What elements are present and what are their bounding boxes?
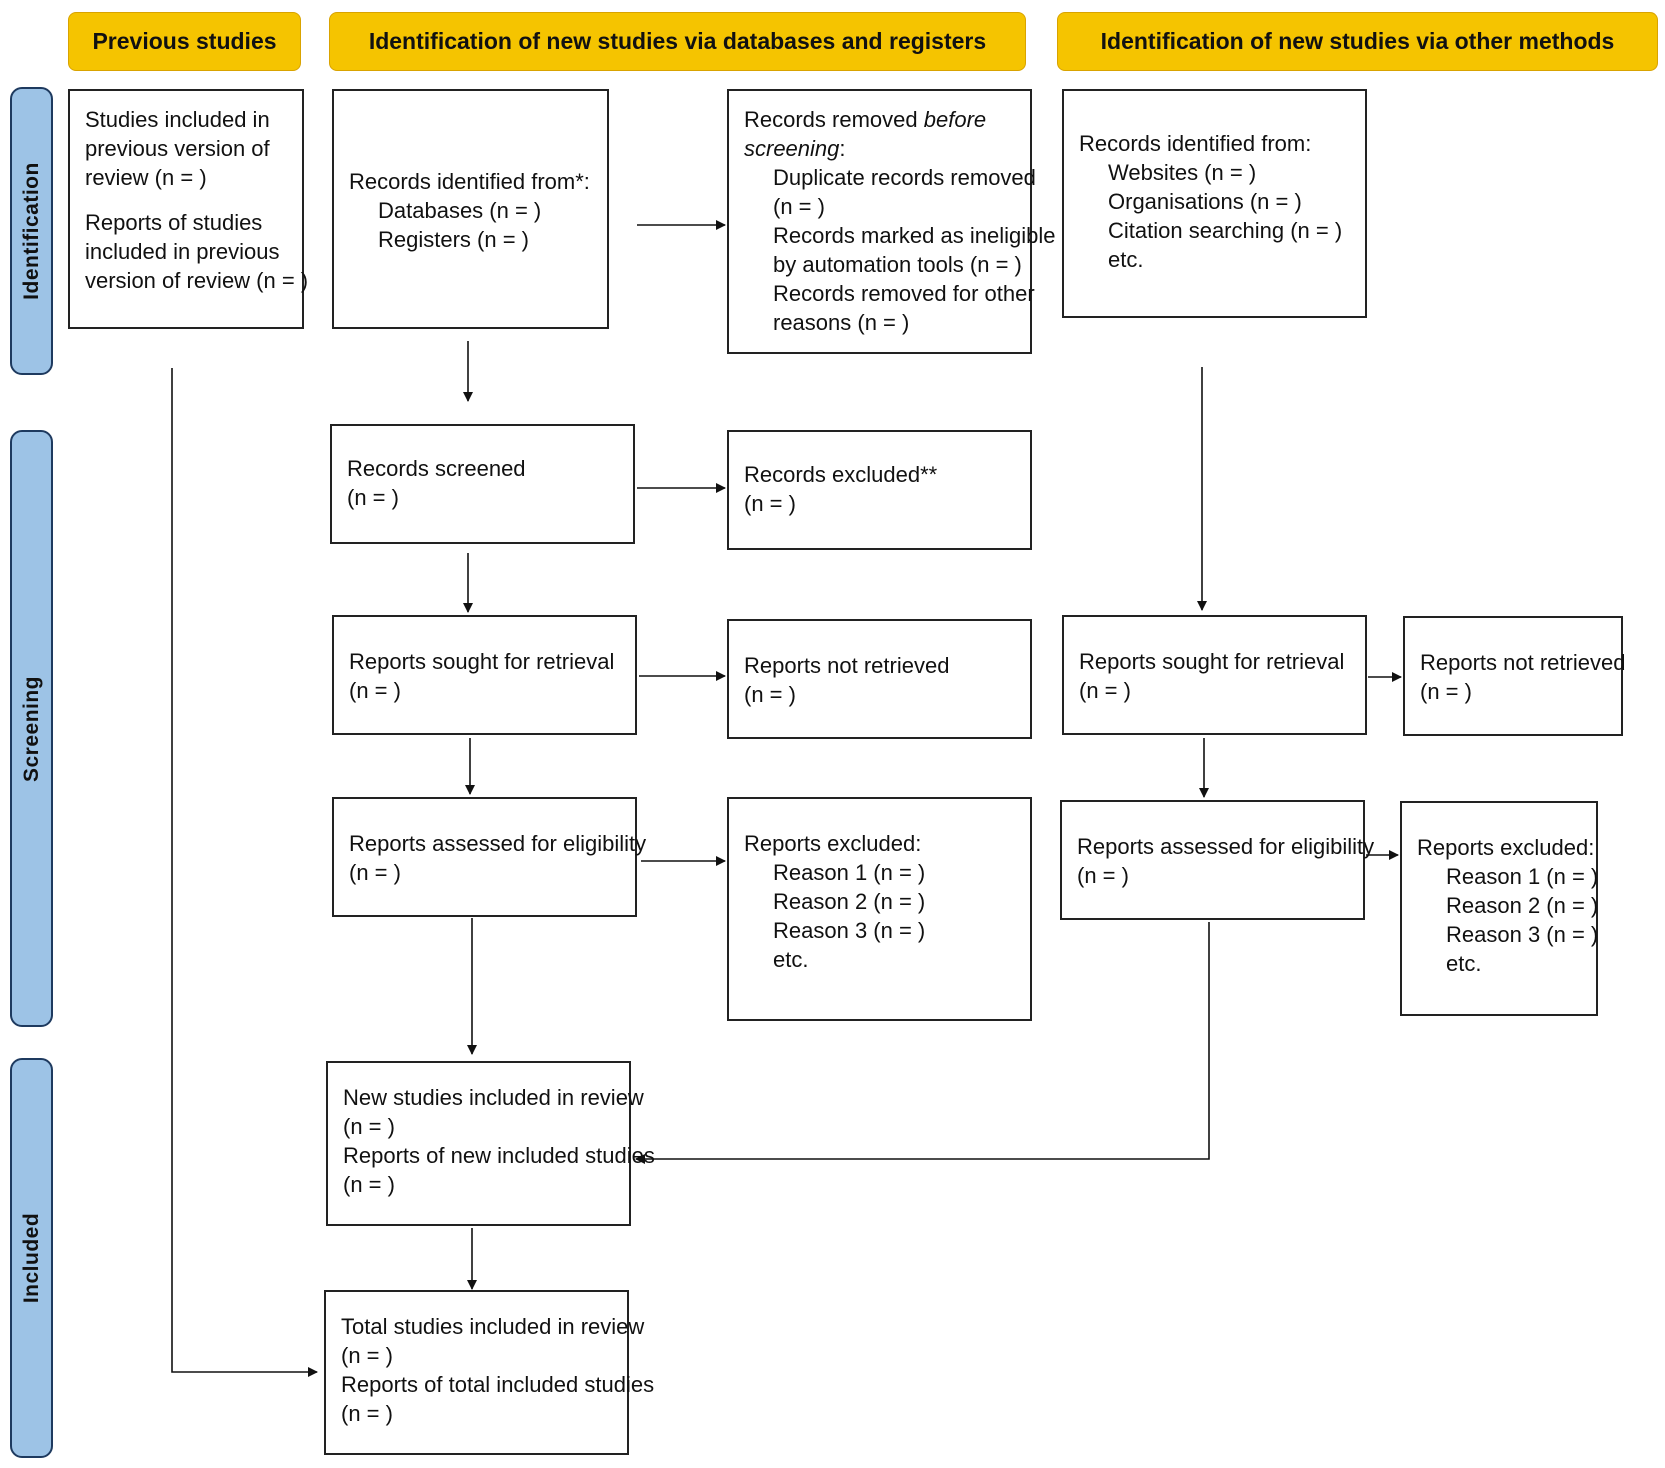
- other-reports-excluded-box: Reports excluded: Reason 1 (n = ) Reason…: [1400, 801, 1598, 1016]
- new-studies-included-box: New studies included in review (n = ) Re…: [326, 1061, 655, 1226]
- records-excluded-title: Records excluded**: [744, 462, 938, 487]
- other-reports-excluded-title: Reports excluded:: [1417, 835, 1595, 860]
- other-identified-line: etc.: [1108, 247, 1144, 272]
- stage-screening: Screening: [10, 430, 53, 1027]
- prev-reports-line: Reports of studies: [85, 210, 263, 235]
- other-identified-line: Websites (n = ): [1108, 160, 1257, 185]
- other-reports-sought-title: Reports sought for retrieval: [1079, 649, 1345, 674]
- db-reports-excluded-title: Reports excluded:: [744, 831, 922, 856]
- records-removed-line: Records marked as ineligible: [773, 223, 1056, 248]
- total-included-line: (n = ): [341, 1401, 393, 1426]
- records-screened-n: (n = ): [347, 485, 399, 510]
- records-excluded-n: (n = ): [744, 491, 796, 516]
- other-exclusion-reason: etc.: [1446, 951, 1482, 976]
- db-reports-sought-box: Reports sought for retrieval (n = ): [332, 615, 637, 735]
- stage-identification: Identification: [10, 87, 53, 375]
- prev-studies-line: previous version of: [85, 136, 270, 161]
- other-exclusion-reason: Reason 2 (n = ): [1446, 893, 1599, 918]
- db-exclusion-reason: etc.: [773, 947, 809, 972]
- new-included-line: (n = ): [343, 1114, 395, 1139]
- other-identified-title: Records identified from:: [1079, 131, 1312, 156]
- stage-included: Included: [10, 1058, 53, 1458]
- records-removed-line: reasons (n = ): [773, 310, 910, 335]
- db-not-retrieved-title: Reports not retrieved: [744, 653, 950, 678]
- header-previous-studies-label: Previous studies: [92, 28, 277, 54]
- records-removed-box: Records removed before screening: Duplic…: [727, 89, 1056, 354]
- records-screened-title: Records screened: [347, 456, 526, 481]
- db-reports-assessed-n: (n = ): [349, 860, 401, 885]
- records-removed-line: Records removed for other: [773, 281, 1035, 306]
- other-not-retrieved-title: Reports not retrieved: [1420, 650, 1626, 675]
- other-exclusion-reason: Reason 1 (n = ): [1446, 864, 1599, 889]
- db-reports-sought-n: (n = ): [349, 678, 401, 703]
- records-identified-title: Records identified from*:: [349, 169, 590, 194]
- records-removed-line: by automation tools (n = ): [773, 252, 1022, 277]
- other-reports-assessed-box: Reports assessed for eligibility (n = ): [1060, 800, 1375, 920]
- records-removed-title-cont: screening:: [744, 136, 846, 161]
- header-databases-registers-label: Identification of new studies via databa…: [368, 28, 987, 54]
- db-reports-sought-title: Reports sought for retrieval: [349, 649, 615, 674]
- other-reports-assessed-n: (n = ): [1077, 863, 1129, 888]
- arrow-previous-to-total: [171, 368, 318, 1377]
- databases-count: Databases (n = ): [378, 198, 542, 223]
- total-studies-included-box: Total studies included in review (n = ) …: [324, 1290, 655, 1455]
- other-identified-line: Organisations (n = ): [1108, 189, 1302, 214]
- db-reports-assessed-title: Reports assessed for eligibility: [349, 831, 647, 856]
- prev-reports-line: included in previous: [85, 239, 280, 264]
- arrow-other-assessed-to-new-included: [635, 922, 1210, 1164]
- other-not-retrieved-n: (n = ): [1420, 679, 1472, 704]
- registers-count: Registers (n = ): [378, 227, 529, 252]
- other-reports-sought-box: Reports sought for retrieval (n = ): [1062, 615, 1367, 735]
- prev-studies-line: Studies included in: [85, 107, 270, 132]
- records-identified-other-box: Records identified from: Websites (n = )…: [1062, 89, 1367, 318]
- total-included-line: Reports of total included studies: [341, 1372, 655, 1397]
- db-reports-assessed-box: Reports assessed for eligibility (n = ): [332, 797, 647, 917]
- other-exclusion-reason: Reason 3 (n = ): [1446, 922, 1599, 947]
- db-not-retrieved-n: (n = ): [744, 682, 796, 707]
- db-reports-not-retrieved-box: Reports not retrieved (n = ): [727, 619, 1032, 739]
- db-exclusion-reason: Reason 3 (n = ): [773, 918, 926, 943]
- records-screened-box: Records screened (n = ): [330, 424, 635, 544]
- records-removed-title: Records removed before: [744, 107, 987, 132]
- db-exclusion-reason: Reason 1 (n = ): [773, 860, 926, 885]
- db-exclusion-reason: Reason 2 (n = ): [773, 889, 926, 914]
- other-reports-assessed-title: Reports assessed for eligibility: [1077, 834, 1375, 859]
- records-removed-line: Duplicate records removed: [773, 165, 1036, 190]
- total-included-line: (n = ): [341, 1343, 393, 1368]
- prev-reports-line: version of review (n = ): [85, 268, 309, 293]
- db-reports-excluded-box: Reports excluded: Reason 1 (n = ) Reason…: [727, 797, 1032, 1021]
- prev-studies-line: review (n = ): [85, 165, 207, 190]
- records-identified-db-box: Records identified from*: Databases (n =…: [332, 89, 609, 329]
- header-previous-studies: Previous studies: [68, 12, 301, 71]
- header-databases-registers: Identification of new studies via databa…: [329, 12, 1026, 71]
- other-identified-line: Citation searching (n = ): [1108, 218, 1343, 243]
- new-included-line: Reports of new included studies: [343, 1143, 655, 1168]
- records-removed-line: (n = ): [773, 194, 825, 219]
- other-reports-sought-n: (n = ): [1079, 678, 1131, 703]
- new-included-line: (n = ): [343, 1172, 395, 1197]
- new-included-line: New studies included in review: [343, 1085, 644, 1110]
- other-reports-not-retrieved-box: Reports not retrieved (n = ): [1403, 616, 1626, 736]
- previous-studies-box: Studies included in previous version of …: [68, 89, 309, 329]
- header-other-methods-label: Identification of new studies via other …: [1100, 28, 1615, 54]
- records-excluded-box: Records excluded** (n = ): [727, 430, 1032, 550]
- total-included-line: Total studies included in review: [341, 1314, 645, 1339]
- header-other-methods: Identification of new studies via other …: [1057, 12, 1658, 71]
